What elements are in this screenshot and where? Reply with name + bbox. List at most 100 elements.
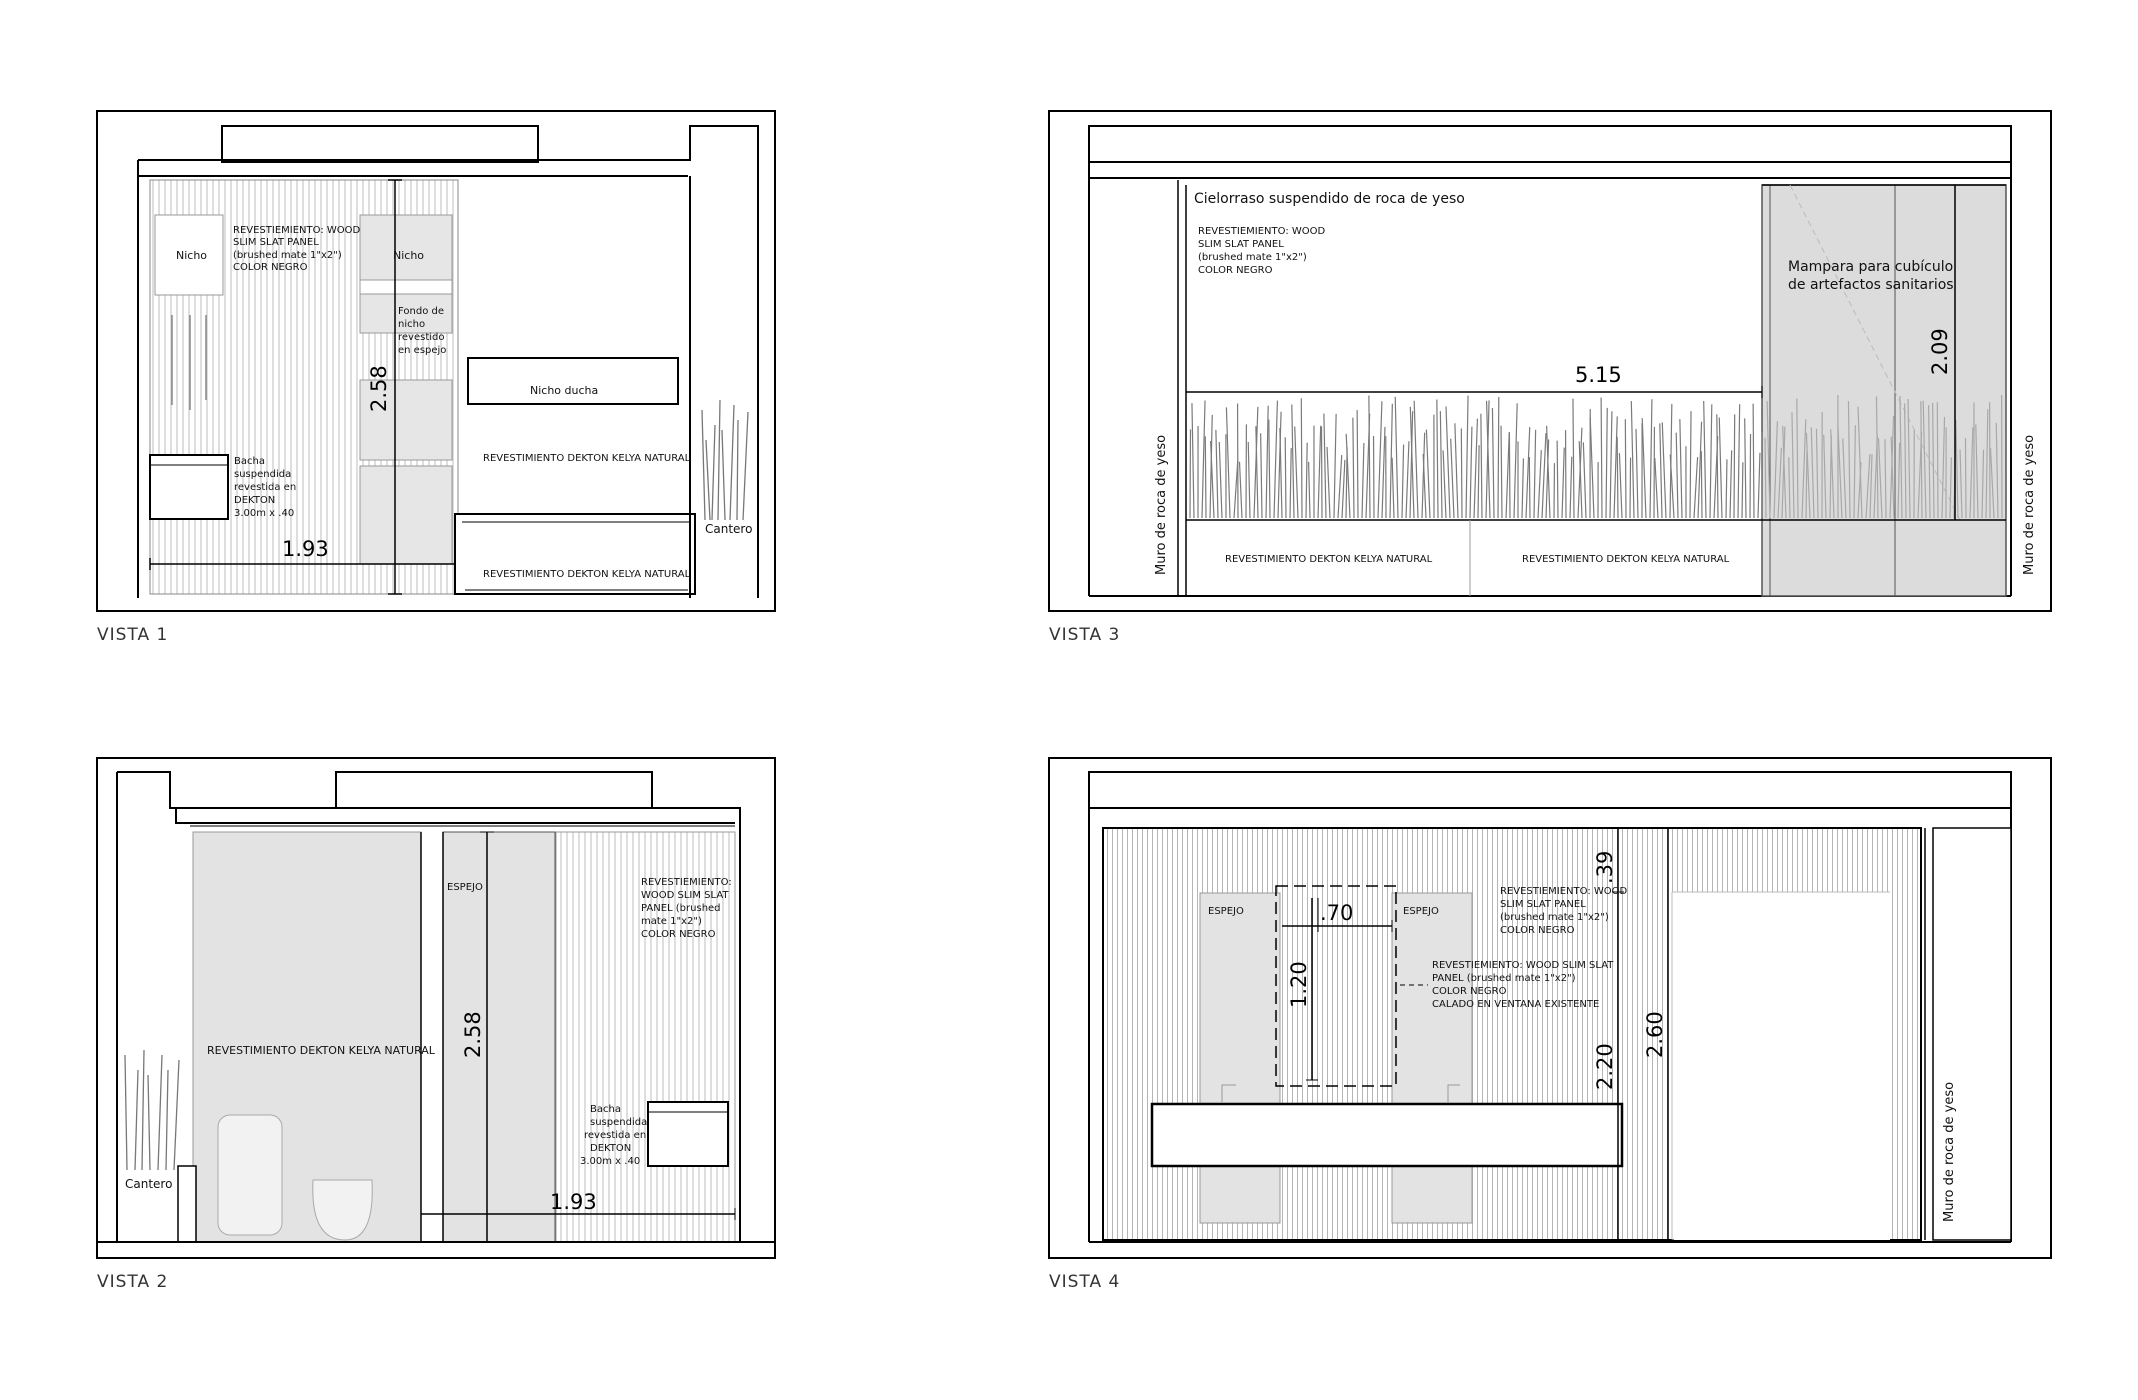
v4-vanity [1150, 1102, 1624, 1168]
v3-title: VISTA 3 [1049, 625, 1120, 645]
v3-note-revest-3: (brushed mate 1"x2") [1198, 252, 1307, 263]
v2-label-cantero: Cantero [125, 1177, 172, 1191]
v2-beam [335, 771, 653, 809]
v3-note-mampara-2: de artefactos sanitarios [1788, 277, 1954, 293]
v3-label-dekton-b: REVESTIMIENTO DEKTON KELYA NATURAL [1522, 554, 1730, 565]
v2-note-bacha-5: 3.00m x .40 [580, 1156, 640, 1167]
v2-title: VISTA 2 [97, 1272, 168, 1292]
v3-dim-height: 2.09 [1928, 328, 1952, 375]
v3-ceiling-band [1088, 125, 2012, 163]
v4-dim-h260: 2.60 [1643, 1011, 1667, 1058]
v1-nicho-ducha-box [467, 357, 679, 405]
v1-label-dekton-upper: REVESTIMIENTO DEKTON KELYA NATURAL [483, 453, 691, 464]
v1-note-revest-2: SLIM SLAT PANEL [233, 237, 319, 248]
v3-note-revest-4: COLOR NEGRO [1198, 265, 1273, 276]
v3-note-revest-1: REVESTIEMIENTO: WOOD [1198, 226, 1326, 237]
v1-label-dekton-lower: REVESTIMIENTO DEKTON KELYA NATURAL [483, 569, 691, 580]
v2-dim-height: 2.58 [461, 1011, 485, 1058]
vista-1: Nicho Nicho REVESTIEMIENTO: WOOD SLIM SL… [96, 110, 776, 645]
v4-note-mid-2: PANEL (brushed mate 1"x2") [1432, 973, 1576, 984]
v3-frame [1048, 110, 2052, 612]
v1-label-nicho-right: Nicho [393, 249, 424, 262]
v4-dim-top: .39 [1593, 851, 1617, 884]
v4-espejo-left [1199, 892, 1281, 1224]
v3-planter-plants [1189, 394, 2003, 519]
v1-nicho-left [154, 214, 224, 296]
v1-label-cantero: Cantero [705, 522, 752, 536]
v1-note-revest-4: COLOR NEGRO [233, 262, 308, 273]
v1-label-nicho-ducha: Nicho ducha [530, 384, 598, 397]
v2-note-bacha-3: revestida en [584, 1130, 646, 1141]
v1-bacha [149, 454, 229, 520]
v2-note-revest-5: COLOR NEGRO [641, 929, 716, 940]
v4-espejo-right [1391, 892, 1473, 1224]
v4-note-mid-1: REVESTIEMIENTO: WOOD SLIM SLAT [1432, 960, 1614, 971]
v2-note-bacha-2: suspendida [590, 1117, 647, 1128]
v1-planter-plant [701, 399, 749, 521]
v2-note-revest-2: WOOD SLIM SLAT [641, 890, 729, 901]
vista-4: ESPEJO ESPEJO REVESTIEMIENTO: WOOD SLIM … [1048, 757, 2052, 1292]
v1-beam [221, 125, 539, 163]
v1-nicho-right [359, 214, 453, 334]
v1-frame [96, 110, 776, 612]
v4-note-top-4: COLOR NEGRO [1500, 925, 1575, 936]
v3-label-cielorraso: Cielorraso suspendido de roca de yeso [1194, 191, 1465, 207]
v2-label-dekton: REVESTIMIENTO DEKTON KELYA NATURAL [207, 1044, 436, 1057]
v1-note-bacha-4: DEKTON [234, 495, 275, 506]
v4-note-top-3: (brushed mate 1"x2") [1500, 912, 1609, 923]
v1-title: VISTA 1 [97, 625, 168, 645]
v1-note-bacha-2: suspendida [234, 469, 291, 480]
v4-window-opening [1672, 892, 1890, 1240]
v2-note-bacha-4: DEKTON [590, 1143, 631, 1154]
v1-note-fondo-4: en espejo [398, 345, 446, 356]
v2-label-espejo: ESPEJO [447, 882, 483, 893]
v4-muro-panel [1932, 827, 2012, 1241]
v3-label-muro-right: Muro de roca de yeso [2022, 435, 2037, 575]
v2-toilet [217, 1114, 373, 1241]
v2-planter [177, 1165, 197, 1243]
v4-frame [1048, 757, 2052, 1259]
v3-note-mampara-1: Mampara para cubículo [1788, 259, 1953, 275]
vista-2: REVESTIMIENTO DEKTON KELYA NATURAL ESPEJ… [96, 757, 776, 1292]
v1-shelf-band [359, 279, 453, 295]
v4-dim-window-h: 1.20 [1287, 961, 1311, 1008]
v1-hanger-rods [171, 315, 207, 410]
v2-dim-width: 1.93 [550, 1190, 597, 1214]
v3-label-dekton-a: REVESTIMIENTO DEKTON KELYA NATURAL [1225, 554, 1433, 565]
v1-dim-height: 2.58 [367, 365, 391, 412]
v1-note-revest-1: REVESTIEMIENTO: WOOD [233, 225, 361, 236]
v4-label-espejo-left: ESPEJO [1208, 906, 1244, 917]
v2-bacha [647, 1101, 729, 1167]
v1-bench [454, 513, 696, 595]
v4-note-top-2: SLIM SLAT PANEL [1500, 899, 1586, 910]
v2-frame [96, 757, 776, 1259]
v2-note-revest-3: PANEL (brushed [641, 903, 721, 914]
v1-note-bacha-5: 3.00m x .40 [234, 508, 294, 519]
v4-dim-h220: 2.20 [1593, 1043, 1617, 1090]
v4-label-muro: Muro de roca de yeso [1942, 1082, 1957, 1222]
v3-label-muro-left: Muro de roca de yeso [1154, 435, 1169, 575]
v4-ceiling-band [1088, 771, 2012, 809]
v1-note-revest-3: (brushed mate 1"x2") [233, 250, 342, 261]
v1-note-fondo-2: nicho [398, 319, 425, 330]
v1-label-nicho-left: Nicho [176, 249, 207, 262]
v1-ceiling-soffit [138, 125, 759, 598]
v4-label-espejo-right: ESPEJO [1403, 906, 1439, 917]
v4-dim-window-w: .70 [1320, 901, 1353, 925]
v1-mirror-niche [359, 379, 453, 461]
v3-note-revest-2: SLIM SLAT PANEL [1198, 239, 1284, 250]
v1-note-fondo-1: Fondo de [398, 306, 444, 317]
v2-espejo [442, 831, 556, 1243]
v4-title: VISTA 4 [1049, 1272, 1120, 1292]
v2-note-bacha-1: Bacha [590, 1104, 621, 1115]
v2-note-revest-4: mate 1"x2") [641, 916, 702, 927]
v2-planter-plant [124, 1049, 180, 1171]
v2-note-revest-1: REVESTIEMIENTO: [641, 877, 732, 888]
v4-note-mid-4: CALADO EN VENTANA EXISTENTE [1432, 999, 1599, 1010]
v1-note-fondo-3: revestido [398, 332, 445, 343]
v1-dim-width: 1.93 [282, 537, 329, 561]
v4-faucets [1221, 1084, 1460, 1102]
vista-3: Cielorraso suspendido de roca de yeso RE… [1048, 110, 2052, 645]
v4-note-mid-3: COLOR NEGRO [1432, 986, 1507, 997]
